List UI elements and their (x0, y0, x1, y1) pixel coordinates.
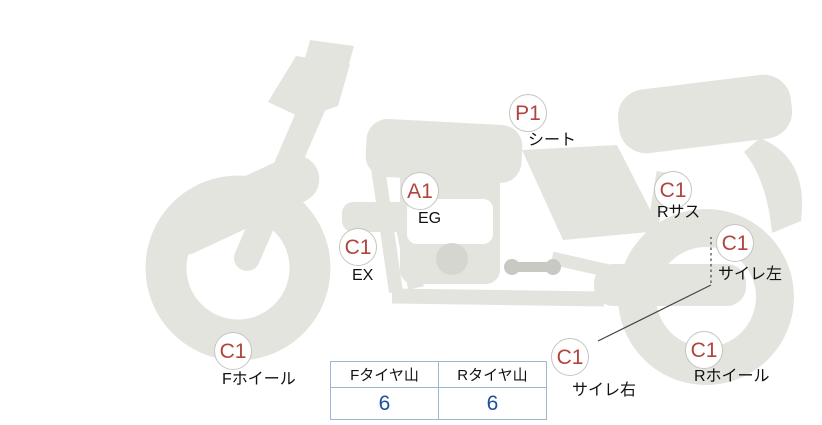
marker-exhaust-code: C1 (344, 235, 372, 259)
front-tire-tread-header: Fタイヤ山 (330, 361, 439, 388)
marker-engine: A1 (401, 172, 439, 210)
marker-engine-code: A1 (407, 179, 433, 203)
marker-seat: P1 (509, 94, 547, 132)
front-tire-tread-value: 6 (330, 387, 439, 420)
side-cover-shape (522, 145, 661, 240)
leader-line-silencer-left (597, 237, 712, 342)
rear-tire-tread-header: Rタイヤ山 (438, 361, 547, 388)
headlight-cowl-shape (268, 56, 350, 118)
muffler-shape (594, 264, 746, 306)
footpeg-shape (504, 259, 561, 275)
marker-exhaust: C1 (339, 228, 377, 266)
frame-bottom-rail-shape (391, 288, 605, 307)
marker-front-wheel-code: C1 (219, 339, 247, 363)
marker-seat-label: シート (528, 132, 577, 149)
marker-silencer-left-code: C1 (721, 231, 749, 255)
rear-fender-shape (744, 138, 803, 233)
marker-front-wheel: C1 (214, 332, 252, 370)
seat-shape (617, 74, 793, 154)
marker-rear-wheel-label: Rホイール (694, 368, 770, 385)
marker-silencer-right-label: サイレ右 (572, 382, 637, 399)
marker-seat-code: P1 (515, 101, 541, 125)
marker-exhaust-label: EX (352, 267, 374, 284)
fuel-tank-shape (365, 119, 523, 183)
tire-tread-table: Fタイヤ山 Rタイヤ山 6 6 (330, 361, 547, 420)
marker-rear-suspension: C1 (654, 171, 692, 209)
marker-front-wheel-label: Fホイール (222, 371, 296, 388)
marker-silencer-right-code: C1 (556, 345, 584, 369)
marker-rear-suspension-code: C1 (659, 178, 687, 202)
marker-silencer-left: C1 (716, 224, 754, 262)
marker-rear-suspension-label: Rサス (657, 204, 701, 221)
marker-silencer-right: C1 (551, 338, 589, 376)
marker-rear-wheel: C1 (685, 331, 723, 369)
rear-tire-tread-value: 6 (438, 387, 547, 420)
marker-rear-wheel-code: C1 (690, 338, 718, 362)
marker-engine-label: EG (418, 210, 442, 227)
marker-silencer-left-label: サイレ左 (718, 266, 783, 283)
